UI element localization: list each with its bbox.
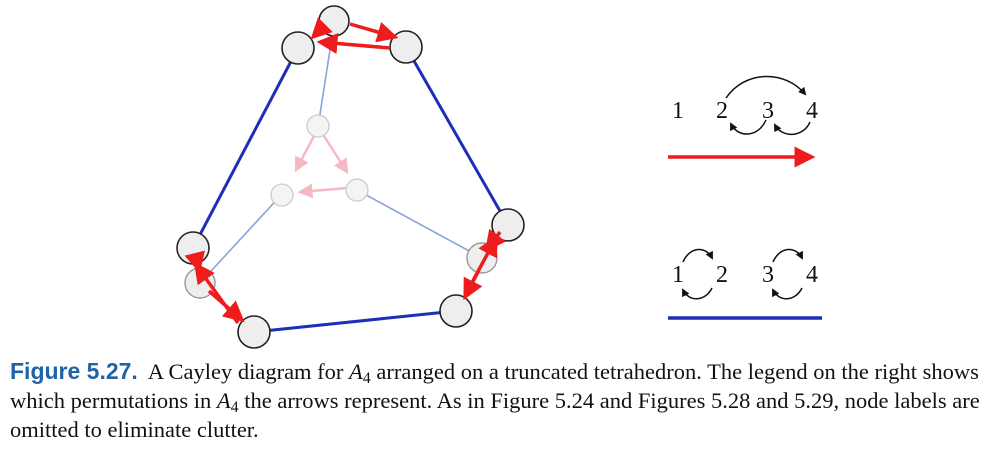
blue-edge [191,47,300,249]
caption-text: the arrows represent. As in Figure 5.24 … [10,388,980,442]
legend-number: 2 [716,98,728,124]
front-blue-edges [191,46,510,334]
permutation-arrow [682,287,713,300]
red-arrow [349,22,399,43]
legend-number: 4 [806,98,818,124]
permutation-arrow [725,75,807,99]
node [237,315,271,349]
red-arrow [466,234,498,291]
legend-number: 1 [672,98,684,124]
red-arrow [310,17,333,40]
legend-number: 3 [762,262,774,288]
permutation-arrow [774,121,811,136]
permutation-arrow [730,119,767,135]
legend-number: 4 [806,262,818,288]
legend-number: 1 [672,262,684,288]
red-arrow [316,33,391,54]
caption-text: arranged on a truncated tetrahedron. The… [10,359,979,413]
permutation-arrow [772,248,803,263]
faded-red-arrow [322,135,349,175]
group-symbol: A4 [216,388,239,416]
legend-blue: 1 2 3 4 [668,248,822,320]
blue-edge [356,189,483,259]
node [281,31,315,65]
group-symbol: A4 [349,359,371,387]
node [270,183,294,207]
faded-red-arrow [294,133,317,173]
legend-number: 3 [762,98,774,124]
red-arrow [193,262,240,325]
node [345,178,369,202]
blue-edge [404,46,510,226]
front-red-arrows [184,17,506,325]
blue-edge [199,192,284,284]
node [176,231,210,265]
legend-number: 2 [716,262,728,288]
legend-red: 1 2 3 4 [668,75,818,168]
blue-edge [253,309,457,334]
node [439,294,473,328]
node [318,5,350,37]
node [306,114,330,138]
cayley-diagram: 1 2 3 4 1 2 3 4 [176,5,822,349]
figure-label: Figure 5.27. [10,358,138,384]
caption-text: A Cayley diagram for [147,359,350,384]
permutation-arrow [772,287,803,300]
figure-caption: Figure 5.27. A Cayley diagram for A4 arr… [10,358,995,443]
back-nodes [270,114,369,207]
faded-red-arrow [297,183,348,199]
blue-edge [317,23,335,128]
permutation-arrow [682,248,713,263]
